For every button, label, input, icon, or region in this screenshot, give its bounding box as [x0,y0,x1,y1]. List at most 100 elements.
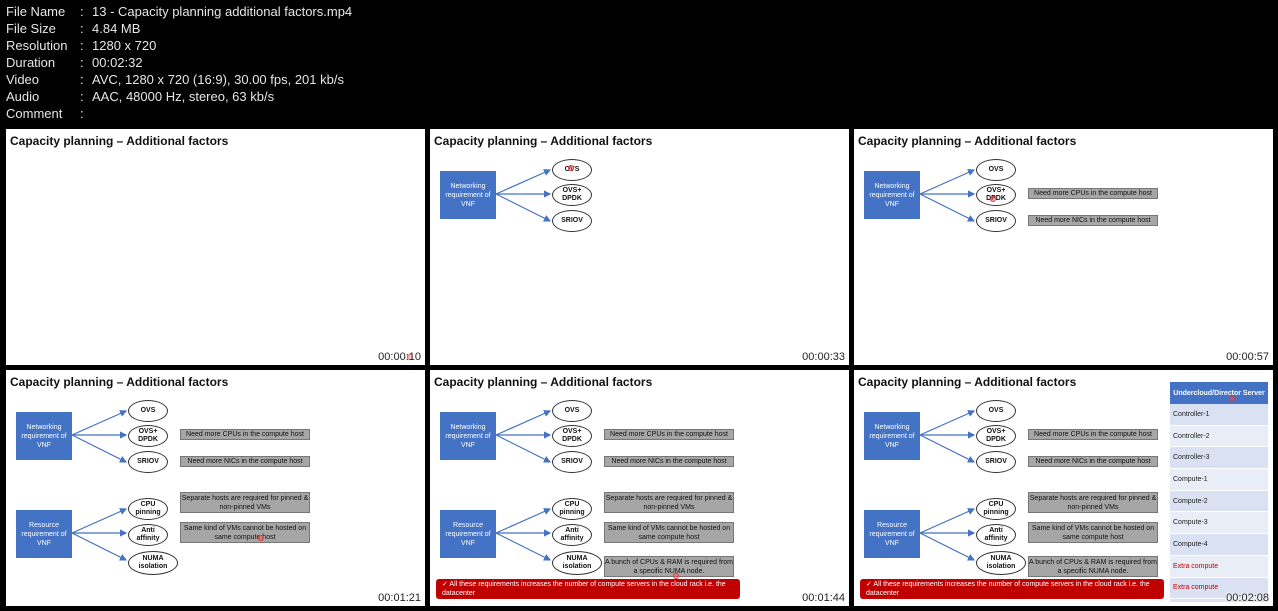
timestamp: 00:00:57 [1226,351,1269,363]
oval-numa: NUMA isolation [128,551,178,575]
need-nics-box: Need more NICs in the compute host [180,456,310,467]
server-item: Controller-1 [1170,404,1268,426]
server-item: Controller-3 [1170,447,1268,470]
arrows [919,410,976,561]
oval-cpu-pinning: CPU pinning [976,498,1016,520]
oval-sriov: SRIOV [552,451,592,473]
resource-box: Resource requirement of VNF [440,510,496,558]
oval-sriov: SRIOV [128,451,168,473]
networking-box: Networking requirement of VNF [864,171,920,219]
resource-box: Resource requirement of VNF [16,510,72,558]
meta-row-file-name: File Name:13 - Capacity planning additio… [6,3,352,20]
oval-sriov: SRIOV [976,210,1016,232]
networking-box: Networking requirement of VNF [864,412,920,460]
server-item: Compute-3 [1170,512,1268,535]
oval-ovs: OVS [976,159,1016,181]
server-item: Compute-1 [1170,469,1268,491]
oval-sriov: SRIOV [552,210,592,232]
oval-ovs: OVS [976,400,1016,422]
need-cpus-box: Need more CPUs in the compute host [180,429,310,440]
cursor-marker [673,573,679,579]
meta-row-duration: Duration:00:02:32 [6,54,352,71]
requirements-note: ✓ All these requirements increases the n… [860,579,1164,599]
meta-label: File Name [6,4,66,19]
cursor-marker [407,354,413,360]
meta-sep: : [80,38,84,53]
server-item: Controller-2 [1170,425,1268,448]
cursor-marker [568,165,574,171]
requirements-note: ✓ All these requirements increases the n… [436,579,740,599]
server-panel: Undercloud/Director Server Controller-1 … [1170,382,1268,602]
meta-value: 4.84 MB [92,21,141,36]
oval-ovs-dpdk: OVS+ DPDK [976,425,1016,447]
thumbnail-4[interactable]: Capacity planning – Additional factors N… [6,370,425,606]
meta-label: File Size [6,21,56,36]
slide-title: Capacity planning – Additional factors [434,375,653,389]
slide-title: Capacity planning – Additional factors [434,134,653,148]
thumbnail-3[interactable]: Capacity planning – Additional factors N… [854,129,1273,365]
timestamp: 00:00:10 [378,351,421,363]
need-nics-box: Need more NICs in the compute host [604,456,734,467]
same-kind-box: Same kind of VMs cannot be hosted on sam… [180,522,310,543]
separate-hosts-box: Separate hosts are required for pinned &… [604,492,734,513]
server-item-extra: Extra compute [1170,578,1268,600]
need-cpus-box: Need more CPUs in the compute host [604,429,734,440]
timestamp: 00:01:44 [802,592,845,604]
numa-bunch-box: A bunch of CPUs & RAM is required from a… [604,556,734,577]
timestamp: 00:01:21 [378,592,421,604]
networking-box: Networking requirement of VNF [440,412,496,460]
meta-sep: : [80,72,84,87]
meta-value: AAC, 48000 Hz, stereo, 63 kb/s [92,89,275,104]
server-item-extra: Extra compute [1170,555,1268,578]
same-kind-box: Same kind of VMs cannot be hosted on sam… [1028,522,1158,543]
arrows [71,410,128,561]
oval-numa: NUMA isolation [552,551,602,575]
same-kind-box: Same kind of VMs cannot be hosted on sam… [604,522,734,543]
oval-cpu-pinning: CPU pinning [552,498,592,520]
oval-ovs-dpdk: OVS+ DPDK [552,184,592,206]
meta-label: Resolution [6,38,68,53]
server-panel-header: Undercloud/Director Server [1170,382,1268,404]
slide-title: Capacity planning – Additional factors [10,134,229,148]
need-cpus-box: Need more CPUs in the compute host [1028,188,1158,199]
need-nics-box: Need more NICs in the compute host [1028,456,1158,467]
meta-sep: : [80,55,84,70]
oval-cpu-pinning: CPU pinning [128,498,168,520]
cursor-marker [258,535,264,541]
networking-box: Networking requirement of VNF [16,412,72,460]
numa-bunch-box: A bunch of CPUs & RAM is required from a… [1028,556,1158,577]
oval-sriov: SRIOV [976,451,1016,473]
arrows [919,169,976,222]
slide-title: Capacity planning – Additional factors [858,134,1077,148]
meta-value: AVC, 1280 x 720 (16:9), 30.00 fps, 201 k… [92,72,344,87]
meta-row-video: Video:AVC, 1280 x 720 (16:9), 30.00 fps,… [6,71,352,88]
need-cpus-box: Need more CPUs in the compute host [1028,429,1158,440]
meta-label: Audio [6,89,40,104]
oval-anti-affinity: Anti affinity [128,524,168,546]
oval-ovs-dpdk: OVS+ DPDK [976,184,1016,206]
thumbnail-1[interactable]: Capacity planning – Additional factors 0… [6,129,425,365]
slide-title: Capacity planning – Additional factors [858,375,1077,389]
meta-row-file-size: File Size:4.84 MB [6,20,352,37]
meta-row-audio: Audio: AAC, 48000 Hz, stereo, 63 kb/s [6,88,352,105]
server-item: Compute-4 [1170,534,1268,556]
meta-sep: : [80,4,84,19]
oval-ovs: OVS [552,400,592,422]
thumbnail-6[interactable]: Capacity planning – Additional factors N… [854,370,1273,606]
file-metadata: File Name:13 - Capacity planning additio… [6,3,352,122]
networking-box: Networking requirement of VNF [440,171,496,219]
oval-ovs: OVS [128,400,168,422]
thumbnail-5[interactable]: Capacity planning – Additional factors N… [430,370,849,606]
meta-sep: : [80,106,84,121]
meta-value: 13 - Capacity planning additional factor… [92,4,353,19]
meta-label: Comment [6,106,63,121]
meta-sep: : [80,21,84,36]
meta-value: 00:02:32 [92,55,143,70]
resource-box: Resource requirement of VNF [864,510,920,558]
arrows [495,169,552,222]
separate-hosts-box: Separate hosts are required for pinned &… [1028,492,1158,513]
meta-row-resolution: Resolution:1280 x 720 [6,37,352,54]
thumbnail-2[interactable]: Capacity planning – Additional factors N… [430,129,849,365]
timestamp: 00:02:08 [1226,592,1269,604]
meta-sep: : [80,89,84,104]
